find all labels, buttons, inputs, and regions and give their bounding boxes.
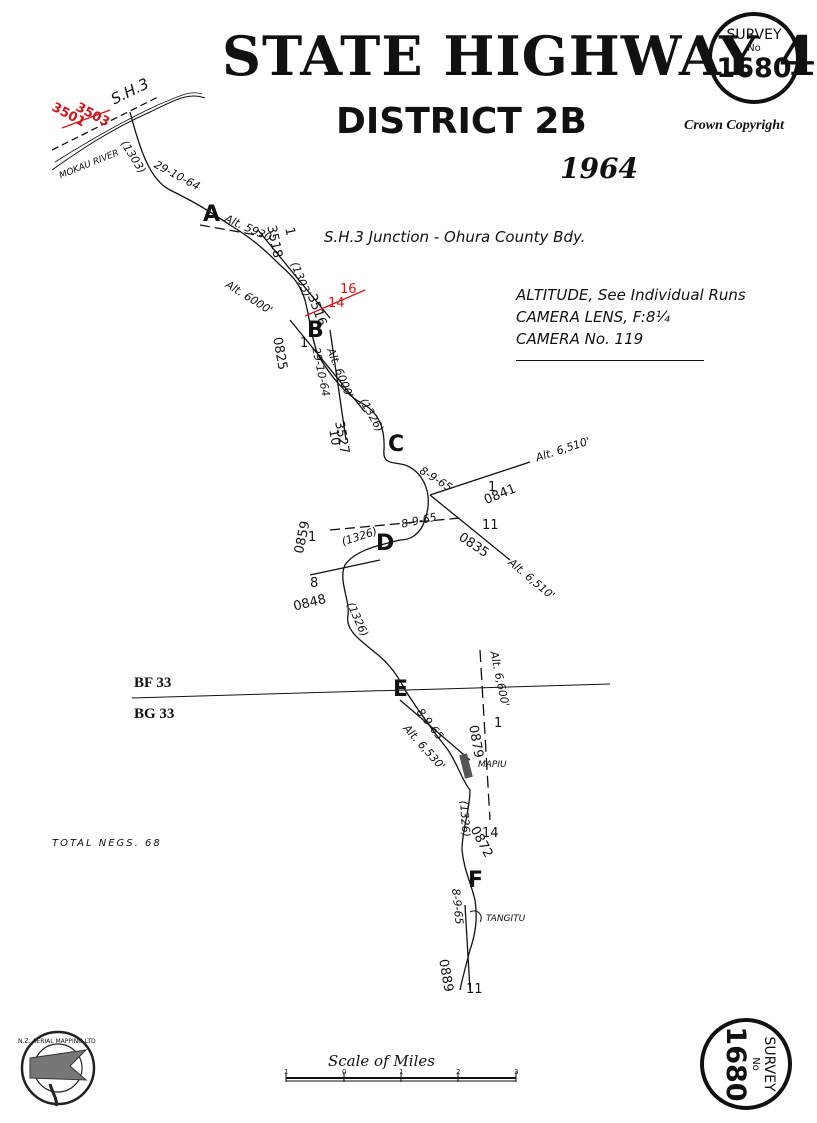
sheet-boundary-line (131, 683, 611, 699)
red-label-14: 14 (328, 296, 345, 311)
run-c-neg-b-frame: 11 (482, 518, 499, 533)
legend-camera: CAMERA No. 119 (516, 330, 644, 348)
scale-tick: 1 (284, 1068, 289, 1076)
survey-seal-top: SURVEY No 1680 (708, 12, 800, 104)
run-letter-d: D (376, 531, 395, 556)
run-c-neg-a-frame: 1 (488, 480, 497, 495)
year-label: 1964 (560, 152, 638, 185)
scale-tick: 1 (399, 1068, 404, 1076)
red-marker-a (61, 109, 111, 129)
scale-bar (285, 1072, 517, 1082)
logo-lettering: N.Z. AERIAL MAPPING LTD (18, 1038, 96, 1045)
mapiu-settlement-marker (459, 753, 473, 779)
tangitu-marker (469, 910, 482, 923)
run-line-ab (257, 229, 331, 319)
scale-title: Scale of Miles (328, 1052, 435, 1070)
run-line-f (464, 904, 471, 991)
run-f-neg-frame: 11 (466, 982, 483, 997)
mokau-river (51, 95, 206, 171)
survey-seal-number: 1680 (716, 53, 792, 84)
camera-legend: ALTITUDE, See Individual Runs CAMERA LEN… (516, 284, 746, 350)
run-line-d2 (309, 559, 381, 576)
sheet-label-lower: BG 33 (134, 706, 175, 722)
run-d-neg-a-frame: 1 (308, 530, 317, 545)
run-letter-f: F (468, 868, 484, 893)
run-line-b (289, 319, 366, 413)
sheet-label-upper: BF 33 (134, 675, 172, 691)
run-line-e (479, 649, 491, 821)
run-line-a (199, 224, 263, 237)
route-f (459, 899, 477, 991)
route-c (399, 464, 429, 541)
sh3-road-line (51, 95, 161, 151)
run-e-neg-end-frame: 14 (482, 826, 499, 841)
legend-altitude: ALTITUDE, See Individual Runs (516, 286, 746, 304)
route-e (404, 689, 476, 901)
run-line-c (429, 461, 531, 496)
scale-tick: 3 (514, 1068, 519, 1076)
nz-aerial-mapping-logo (20, 1030, 96, 1107)
run-b-start-frame: 1 (300, 336, 309, 351)
junction-note: S.H.3 Junction - Ohura County Bdy. (324, 228, 586, 246)
scale-tick: 2 (456, 1068, 461, 1076)
red-label-16: 16 (340, 282, 357, 297)
run-line-c2 (429, 494, 511, 561)
run-letter-a: A (203, 202, 221, 227)
route-a (129, 111, 306, 301)
survey-seal-no: No (747, 43, 761, 54)
run-line-d (329, 517, 461, 531)
legend-underline (516, 360, 704, 361)
run-letter-e: E (393, 677, 409, 702)
survey-seal-label: SURVEY (726, 27, 782, 43)
place-mapiu: MAPIU (478, 760, 507, 770)
route-d (342, 539, 406, 691)
route-b (304, 299, 406, 466)
district-title: DISTRICT 2B (336, 101, 587, 142)
run-e-neg-frame: 1 (494, 716, 503, 731)
place-tangitu: TANGITU (486, 914, 526, 924)
run-letter-b: B (307, 318, 324, 343)
run-f-code: (1326) (457, 800, 473, 838)
scale-tick: 0 (342, 1068, 347, 1076)
total-negatives: TOTAL NEGS. 68 (52, 838, 162, 849)
run-letter-c: C (388, 432, 405, 457)
run-line-e2 (399, 699, 471, 761)
red-marker-b (304, 289, 366, 317)
run-line-b2 (329, 329, 347, 441)
run-d-neg-b-frame: 8 (310, 576, 319, 591)
copyright-label: Crown Copyright (684, 118, 784, 133)
legend-lens: CAMERA LENS, F:8¼ (516, 308, 670, 326)
